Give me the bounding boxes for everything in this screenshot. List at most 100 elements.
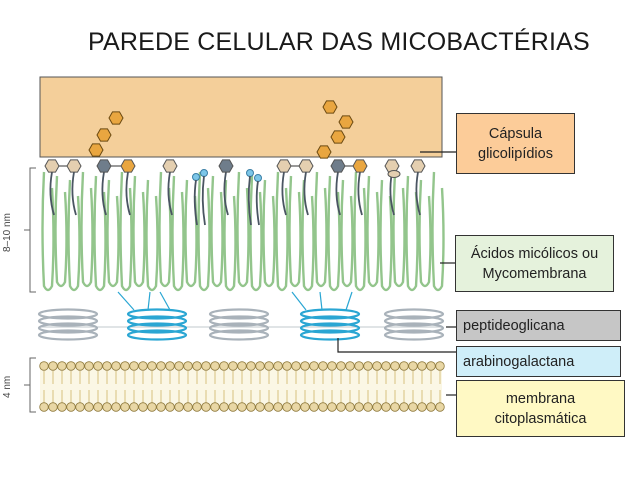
lipid-head: [200, 169, 208, 177]
leader-lines: [337, 151, 456, 396]
glycolipid-tail: [125, 171, 131, 216]
lipid-head: [246, 169, 254, 177]
phospholipid-head: [381, 361, 391, 371]
peptidoglycan-coil: [126, 329, 188, 341]
mycolic-acid-chain: [236, 171, 250, 288]
mycolic-acid-chain: [275, 171, 289, 292]
phospholipid-head: [354, 361, 364, 371]
mycolic-acid-chain: [288, 175, 302, 288]
phospholipid-head: [102, 402, 112, 412]
capsule-sugar-chains: [88, 100, 354, 159]
lipid-head: [387, 170, 401, 178]
scale-bar-top: [24, 167, 36, 293]
capsule-sugar: [338, 115, 354, 129]
label-acidos-line2: Mycomembrana: [482, 265, 587, 282]
leader-arabino: [337, 338, 456, 353]
phospholipid-head: [435, 402, 445, 412]
mycolic-acid-chain: [210, 175, 224, 288]
label-arabinogalactana-text: arabinogalactana: [463, 353, 575, 370]
peptidoglycan-coil: [208, 308, 270, 320]
mycolic-acid-chain: [93, 175, 107, 292]
peptidoglycan-coil: [299, 322, 361, 334]
mycolic-acid-chain: [41, 171, 55, 292]
phospholipid-head: [273, 402, 283, 412]
lipid-tail: [193, 179, 198, 226]
phospholipid-head: [435, 361, 445, 371]
phospholipid-head: [237, 361, 247, 371]
phospholipid-head: [345, 402, 355, 412]
lipid-tail: [247, 175, 252, 226]
peptidoglycan-coil: [299, 329, 361, 341]
phospholipid-head: [219, 361, 229, 371]
phospholipid-head: [426, 361, 436, 371]
phospholipid-head: [183, 402, 193, 412]
phospholipid-head: [417, 361, 427, 371]
mycolic-acid-chain: [366, 175, 380, 288]
mycolic-acid-chain: [106, 179, 120, 288]
phospholipid-head: [354, 402, 364, 412]
phospholipid-head: [120, 361, 130, 371]
phospholipid-head: [39, 361, 49, 371]
label-capsula: Cápsula glicolipídios: [456, 113, 575, 174]
lipid-head: [192, 173, 200, 181]
label-acidos-micolicos: Ácidos micólicos ou Mycomembrana: [455, 235, 614, 292]
peptidoglycan-coil: [299, 315, 361, 327]
label-membrana: membrana citoplasmática: [456, 380, 625, 437]
phospholipid-head: [147, 361, 157, 371]
scale-bar-bottom: [24, 357, 36, 413]
mycolic-acid-chain: [67, 179, 81, 292]
phospholipid-head: [138, 361, 148, 371]
mycolic-acid-chain: [145, 179, 159, 292]
arabinogalactan-link: [159, 291, 171, 311]
phospholipid-head: [48, 361, 58, 371]
glycolipid-layer: [44, 159, 426, 226]
peptidoglycan-coil: [383, 308, 445, 320]
mycolic-acid-chain: [262, 179, 276, 288]
glycolipid-tail: [303, 171, 309, 216]
capsule-sugar: [316, 145, 332, 159]
phospholipid-head: [183, 361, 193, 371]
glycolipid-tail: [71, 171, 77, 216]
phospholipid-head: [210, 361, 220, 371]
sugar-hexagon: [120, 159, 136, 173]
label-membrana-line1: membrana: [505, 390, 576, 407]
sugar-hexagon: [218, 159, 234, 173]
phospholipid-head: [291, 361, 301, 371]
mycolic-acid-chain: [327, 175, 341, 292]
phospholipid-head: [201, 361, 211, 371]
phospholipid-head: [66, 361, 76, 371]
phospholipid-head: [66, 402, 76, 412]
cytoplasmic-membrane: [39, 361, 445, 412]
sugar-hexagon: [66, 159, 82, 173]
glycolipid-tail: [167, 171, 173, 216]
phospholipid-head: [390, 402, 400, 412]
phospholipid-head: [327, 402, 337, 412]
scale-label-top: 8–10 nm: [2, 213, 13, 252]
phospholipid-head: [408, 402, 418, 412]
sugar-hexagon: [410, 159, 426, 173]
lipid-tail: [201, 175, 206, 226]
mycolic-acid-chain: [392, 171, 406, 288]
peptidoglycan-coil: [383, 315, 445, 327]
lipid-head: [254, 174, 262, 182]
phospholipid-head: [417, 402, 427, 412]
phospholipid-head: [264, 402, 274, 412]
phospholipid-head: [264, 361, 274, 371]
phospholipid-head: [165, 361, 175, 371]
mycolic-acid-chain: [314, 171, 328, 288]
arabinogalactan-link: [319, 291, 323, 311]
glycolipid-tail: [101, 171, 107, 216]
phospholipid-head: [120, 402, 130, 412]
phospholipid-head: [84, 402, 94, 412]
arabinogalactan-link: [291, 291, 307, 311]
peptidoglycan-coil: [126, 315, 188, 327]
label-acidos-line1: Ácidos micólicos ou: [470, 245, 599, 262]
phospholipid-head: [201, 402, 211, 412]
peptidoglycan-coil: [208, 329, 270, 341]
phospholipid-head: [273, 361, 283, 371]
label-peptideoglicana-text: peptideoglicana: [463, 317, 565, 334]
peptidoglycan-coil: [37, 329, 99, 341]
mycolic-acid-chain: [184, 179, 198, 288]
mycolic-acid-chain: [379, 179, 393, 292]
label-capsula-line1: Cápsula: [488, 125, 543, 142]
